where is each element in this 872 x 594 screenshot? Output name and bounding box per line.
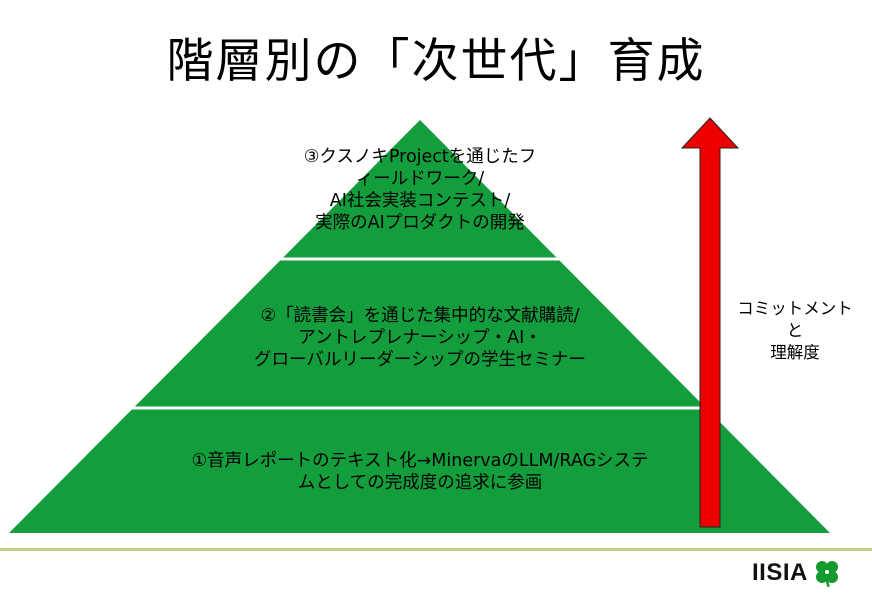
- tier-bottom-line: ムとしての完成度の追求に参画: [297, 473, 543, 493]
- four-leaf-clover-icon: [815, 561, 838, 588]
- tier-top-text: ③クスノキProjectを通じたフ ィールドワーク/ AI社会実装コンテスト/ …: [255, 146, 585, 234]
- tier-top-line: AI社会実装コンテスト/: [329, 191, 511, 211]
- footer-divider: [0, 548, 872, 551]
- tier-top-line: ③クスノキProjectを通じたフ: [303, 147, 537, 167]
- tier-top-line: 実際のAIプロダクトの開発: [315, 213, 525, 233]
- up-arrow-icon: [680, 117, 740, 528]
- tier-middle-line: アントレプレナーシップ・AI・: [298, 328, 542, 348]
- logo: IISIA: [752, 558, 842, 588]
- logo-text: IISIA: [752, 559, 808, 586]
- pyramid-shape: [9, 120, 830, 533]
- arrow-label-line: コミットメント: [737, 299, 853, 318]
- page-title: 階層別の「次世代」育成: [166, 34, 706, 89]
- tier-bottom-text: ①音声レポートのテキスト化→MinervaのLLM/RAGシステ ムとしての完成…: [130, 450, 710, 494]
- tier-bottom-line: ①音声レポートのテキスト化→MinervaのLLM/RAGシステ: [191, 451, 649, 471]
- tier-middle-line: グローバルリーダーシップの学生セミナー: [254, 350, 586, 370]
- arrow-label-line: と: [786, 321, 804, 340]
- tier-middle-line: ②「読書会」を通じた集中的な文献購読/: [260, 306, 580, 326]
- tier-top-line: ィールドワーク/: [355, 169, 485, 189]
- arrow-label-line: 理解度: [770, 343, 820, 362]
- tier-middle-text: ②「読書会」を通じた集中的な文献購読/ アントレプレナーシップ・AI・ グローバ…: [190, 305, 650, 371]
- arrow-label: コミットメント と 理解度: [730, 298, 860, 364]
